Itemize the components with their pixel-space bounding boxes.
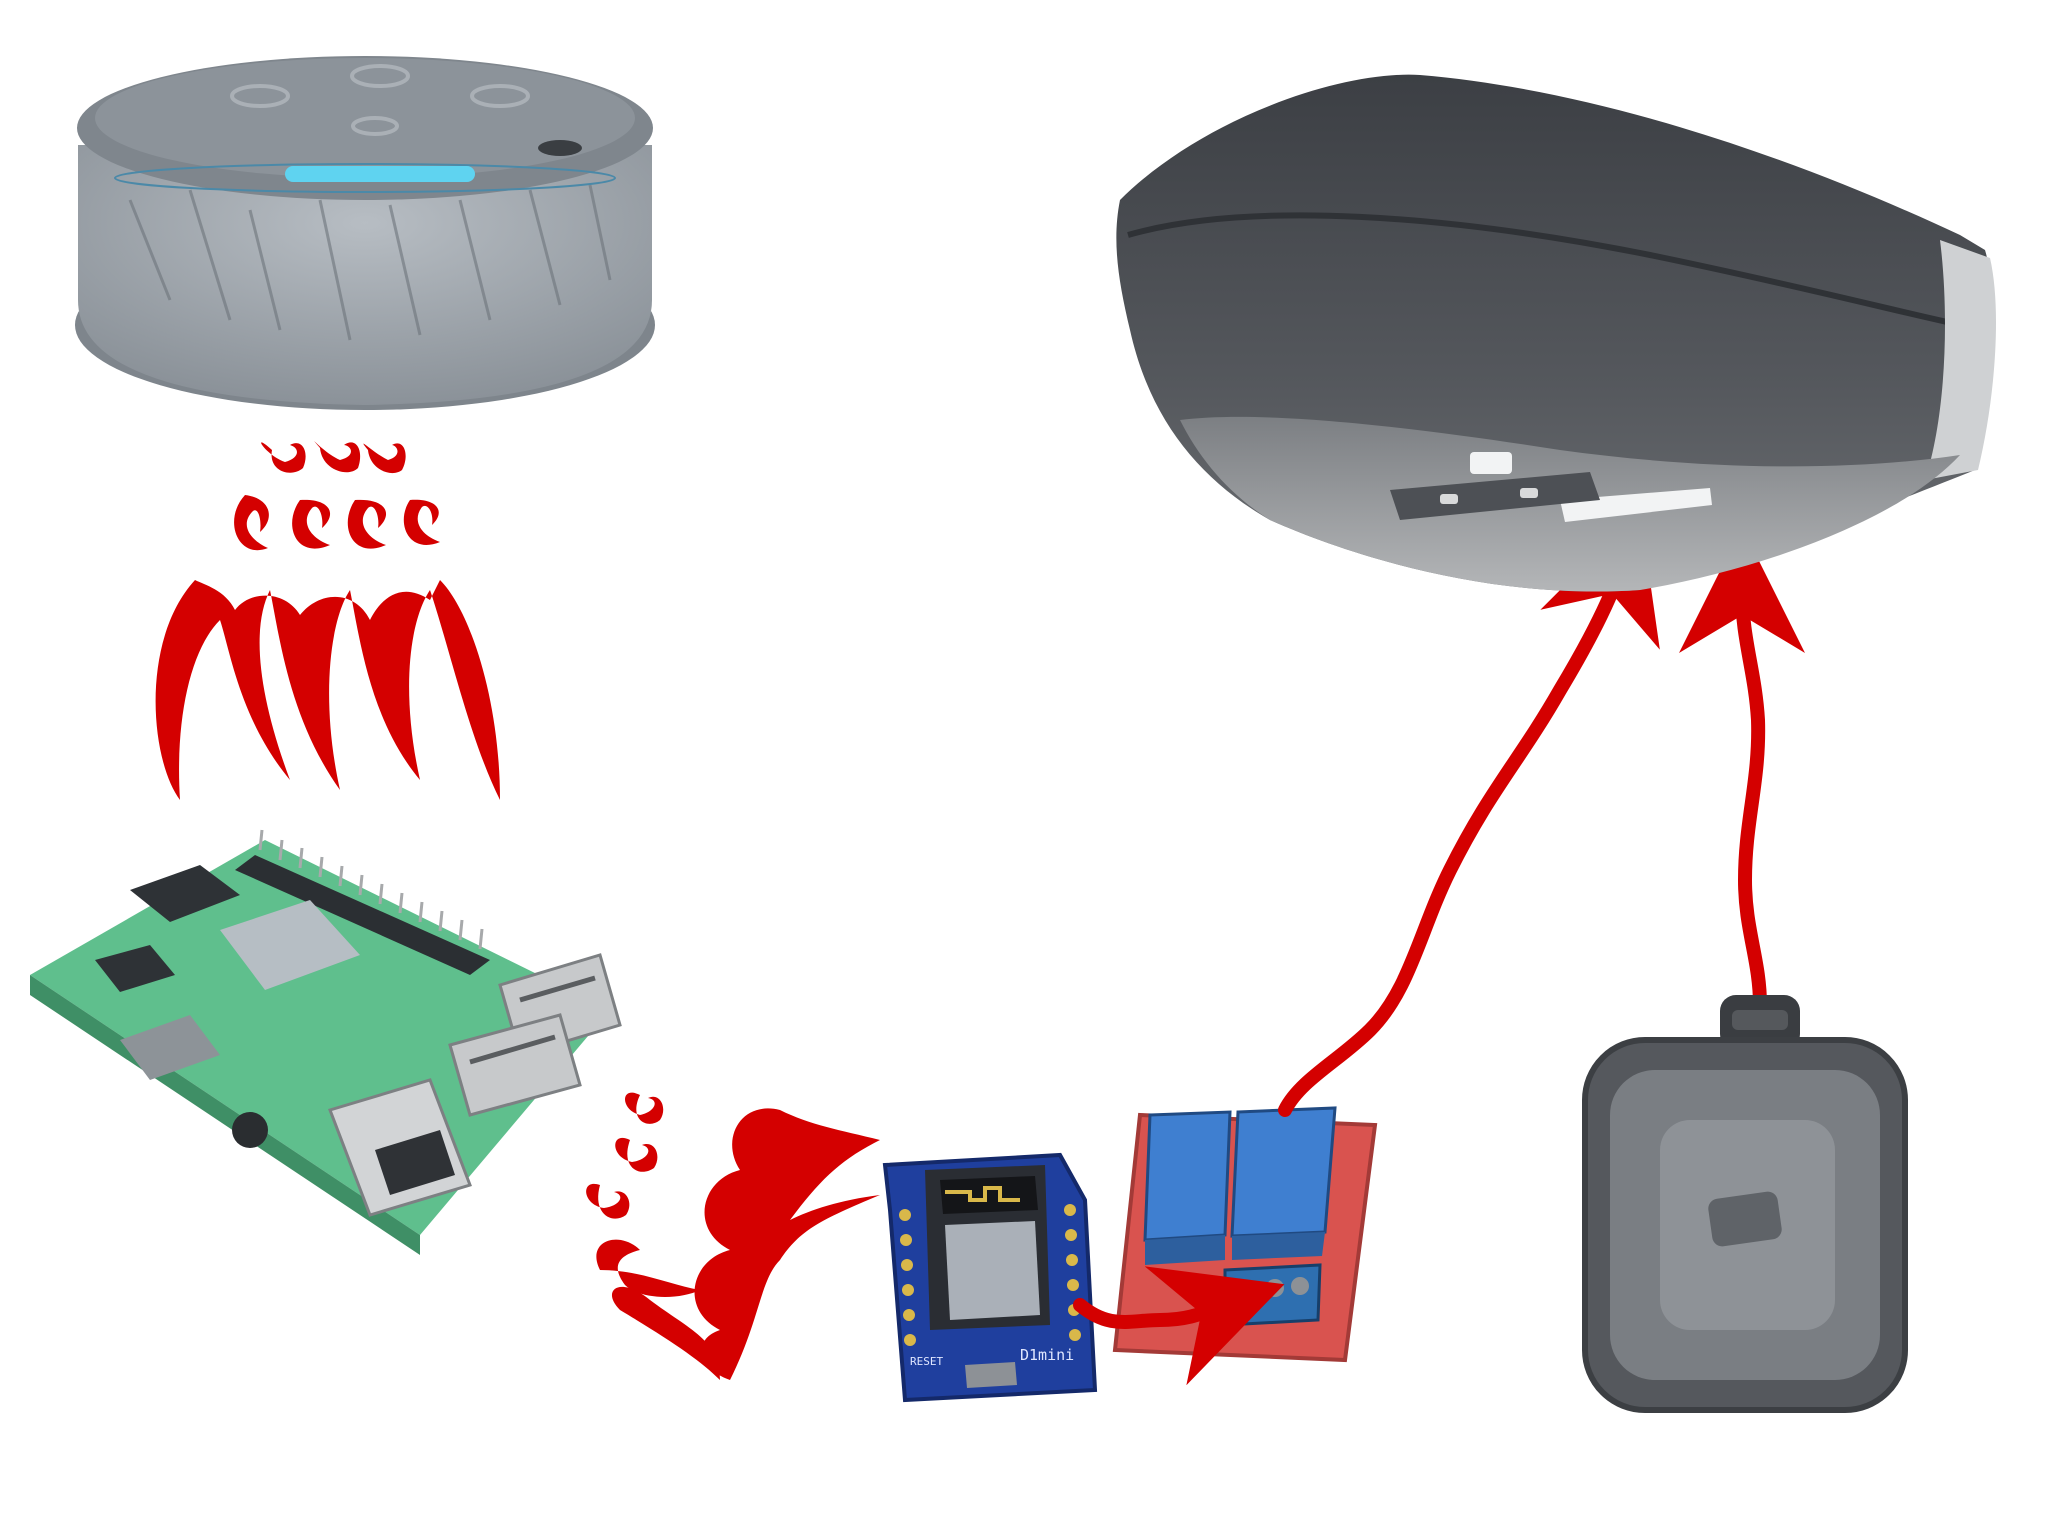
opener-light-bar — [1560, 488, 1712, 522]
wire-esp-to-relay — [1073, 1266, 1285, 1386]
micro-usb-port — [965, 1362, 1017, 1388]
wall-push-button-icon — [1582, 995, 1908, 1413]
wifi-microcontroller-icon: D1mini RESET — [882, 1152, 1098, 1403]
relay-block-1 — [1143, 1110, 1232, 1242]
relay-block-2 — [1230, 1106, 1337, 1238]
gpio-header — [235, 829, 490, 975]
smart-speaker-icon — [75, 56, 655, 410]
board-label: D1mini — [1020, 1346, 1074, 1364]
garage-door-opener-icon — [1116, 74, 1997, 592]
wireless-signal-icon — [586, 1092, 880, 1380]
voice-wave-icon — [155, 441, 500, 800]
usb-ports — [448, 953, 622, 1117]
soc-chip — [220, 900, 360, 990]
speaker-buttons — [230, 64, 530, 136]
opener-control-panel — [1390, 472, 1600, 520]
single-board-computer-icon — [30, 829, 622, 1255]
audio-jack — [232, 1112, 268, 1148]
wire-relay-to-opener — [1278, 510, 1660, 1117]
wire-links — [1073, 510, 1806, 1386]
reset-label: RESET — [910, 1355, 943, 1368]
speaker-light-ring — [285, 166, 475, 182]
hdmi-port — [120, 1015, 220, 1080]
wire-button-to-opener — [1679, 527, 1806, 1012]
